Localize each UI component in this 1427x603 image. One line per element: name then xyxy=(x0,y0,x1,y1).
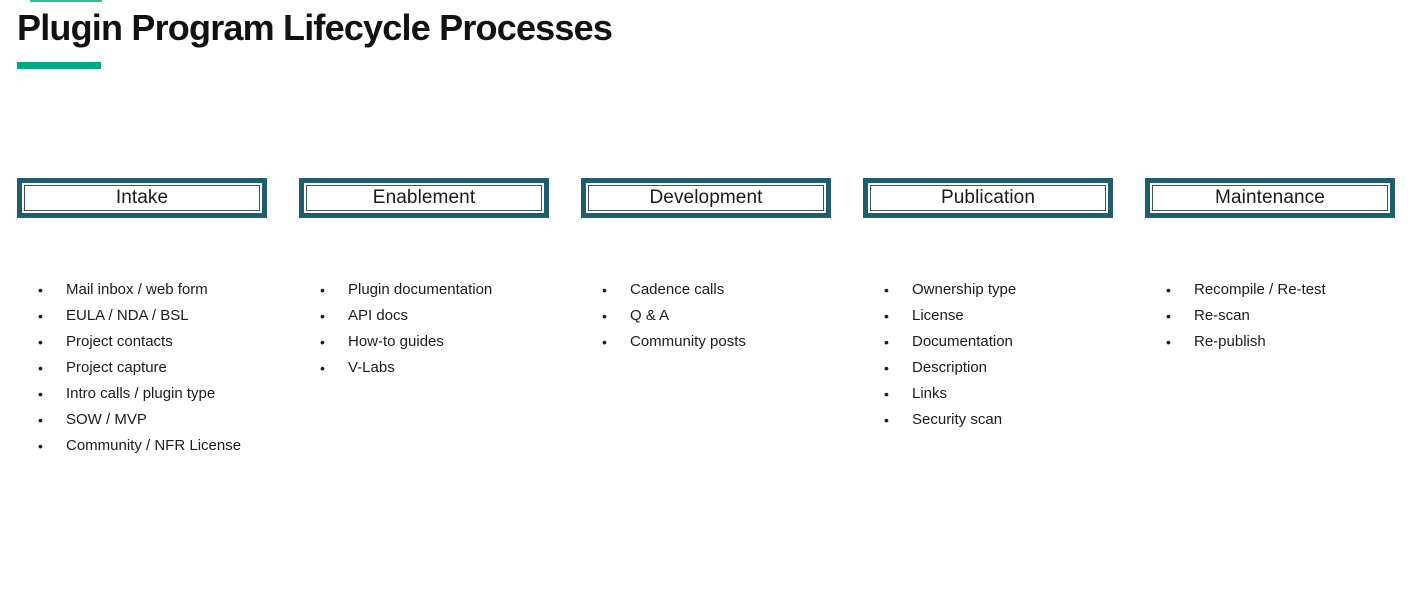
list-item-label: Documentation xyxy=(912,333,1013,350)
list-item: • Intro calls / plugin type xyxy=(17,381,267,407)
list-item: • Cadence calls xyxy=(581,277,831,303)
list-item-label: Plugin documentation xyxy=(348,281,493,298)
list-item: • Documentation xyxy=(863,329,1113,355)
list-item-label: Description xyxy=(912,359,988,376)
bullet-icon: • xyxy=(38,438,43,454)
list-item: • Project capture xyxy=(17,355,267,381)
list-item-label: SOW / MVP xyxy=(66,411,147,428)
stage-header-box: Development xyxy=(581,178,831,218)
list-item-label: Ownership type xyxy=(912,281,1017,298)
stage-column-maintenance: Maintenance • Recompile / Re-test • Re-scan… xyxy=(1145,178,1395,459)
bullet-icon: • xyxy=(884,360,889,376)
stages-row: Intake • Mail inbox / web form • EULA / NDA… xyxy=(17,178,1395,459)
bullet-icon: • xyxy=(884,334,889,350)
stage-header-box-inner: Enablement xyxy=(306,185,542,211)
list-item-label: License xyxy=(912,307,964,324)
bullet-icon: • xyxy=(38,282,43,298)
list-item: • License xyxy=(863,303,1113,329)
stage-header-box-inner: Publication xyxy=(870,185,1106,211)
bullet-icon: • xyxy=(38,360,43,376)
list-item-label: Re-scan xyxy=(1194,307,1250,324)
stage-header-box: Intake xyxy=(17,178,267,218)
list-item-label: Links xyxy=(912,385,948,402)
list-item: • Q & A xyxy=(581,303,831,329)
top-edge-green-sliver xyxy=(30,0,102,2)
list-item: • V-Labs xyxy=(299,355,549,381)
stage-item-list: •Mail inbox / web form•EULA / NDA / BSL•… xyxy=(17,277,267,459)
stage-header-label: Maintenance xyxy=(1215,186,1325,208)
list-item: • Re-scan xyxy=(1145,303,1395,329)
stage-header-label: Intake xyxy=(115,186,169,208)
page-title: Plugin Program Lifecycle Processes xyxy=(17,7,613,48)
bullet-icon: • xyxy=(602,334,607,350)
bullet-icon: • xyxy=(884,308,889,324)
list-item-label: Q & A xyxy=(630,307,670,324)
list-item: • Community posts xyxy=(581,329,831,355)
list-item-label: V-Labs xyxy=(348,359,395,376)
list-item-label: Intro calls / plugin type xyxy=(66,385,216,402)
stage-column-enablement: Enablement • Plugin documentation • API doc… xyxy=(299,178,549,459)
title-underline-accent xyxy=(17,62,101,69)
list-item: • Plugin documentation xyxy=(299,277,549,303)
list-item-label: Cadence calls xyxy=(630,281,725,298)
bullet-icon: • xyxy=(320,308,325,324)
list-item: • Description xyxy=(863,355,1113,381)
list-item: • Recompile / Re-test xyxy=(1145,277,1395,303)
stage-header-box-inner: Development xyxy=(588,185,824,211)
list-item-label: Mail inbox / web form xyxy=(66,281,208,298)
stage-item-list: • Ownership type • License • Documentation • De… xyxy=(863,277,1113,433)
list-item: • Ownership type xyxy=(863,277,1113,303)
list-item: • Re-publish xyxy=(1145,329,1395,355)
bullet-icon: • xyxy=(884,386,889,402)
bullet-icon: • xyxy=(1166,334,1171,350)
bullet-icon: • xyxy=(38,308,43,324)
stage-column-intake: Intake • Mail inbox / web form • EULA / NDA… xyxy=(17,178,267,459)
stage-header-box: Enablement xyxy=(299,178,549,218)
stage-item-list: • Plugin documentation • API docs • How-to gu… xyxy=(299,277,549,381)
list-item: • EULA / NDA / BSL xyxy=(17,303,267,329)
list-item: • Mail inbox / web form xyxy=(17,277,267,303)
bullet-icon: • xyxy=(38,334,43,350)
list-item-label: Project contacts xyxy=(66,333,173,350)
list-item: • API docs xyxy=(299,303,549,329)
stage-column-publication: Publication • Ownership type • License • Docu… xyxy=(863,178,1113,459)
stage-header-box-inner: Maintenance xyxy=(1152,185,1388,211)
list-item-label: Community posts xyxy=(630,333,746,350)
bullet-icon: • xyxy=(38,412,43,428)
list-item: • How-to guides xyxy=(299,329,549,355)
list-item-label: Project capture xyxy=(66,359,167,376)
list-item-label: Community / NFR License xyxy=(66,437,242,454)
bullet-icon: • xyxy=(884,282,889,298)
list-item-label: How-to guides xyxy=(348,333,444,350)
stage-header-label: Publication xyxy=(940,186,1036,208)
list-item-label: Re-publish xyxy=(1194,333,1266,350)
bullet-icon: • xyxy=(320,360,325,376)
stage-header-box: Publication xyxy=(863,178,1113,218)
bullet-icon: • xyxy=(602,308,607,324)
bullet-icon: • xyxy=(38,386,43,402)
stage-header-box: Maintenance xyxy=(1145,178,1395,218)
list-item: • SOW / MVP xyxy=(17,407,267,433)
stage-header-box-inner: Intake xyxy=(24,185,260,211)
list-item: • Project contacts xyxy=(17,329,267,355)
stage-item-list: • Cadence calls • Q & A • Community posts xyxy=(581,277,831,355)
list-item: • Links xyxy=(863,381,1113,407)
stage-column-development: Development • Cadence calls • Q & A • Communi… xyxy=(581,178,831,459)
list-item: • Community / NFR License xyxy=(17,433,267,459)
bullet-icon: • xyxy=(1166,308,1171,324)
bullet-icon: • xyxy=(1166,282,1171,298)
list-item-label: Security scan xyxy=(912,411,1003,428)
list-item-label: Recompile / Re-test xyxy=(1194,281,1326,298)
bullet-icon: • xyxy=(602,282,607,298)
stage-header-label: Enablement xyxy=(372,186,476,208)
bullet-icon: • xyxy=(884,412,889,428)
stage-item-list: • Recompile / Re-test • Re-scan • Re-publish xyxy=(1145,277,1395,355)
list-item-label: API docs xyxy=(348,307,409,324)
bullet-icon: • xyxy=(320,334,325,350)
bullet-icon: • xyxy=(320,282,325,298)
stage-header-label: Development xyxy=(649,186,763,208)
list-item: • Security scan xyxy=(863,407,1113,433)
list-item-label: EULA / NDA / BSL xyxy=(66,307,189,324)
